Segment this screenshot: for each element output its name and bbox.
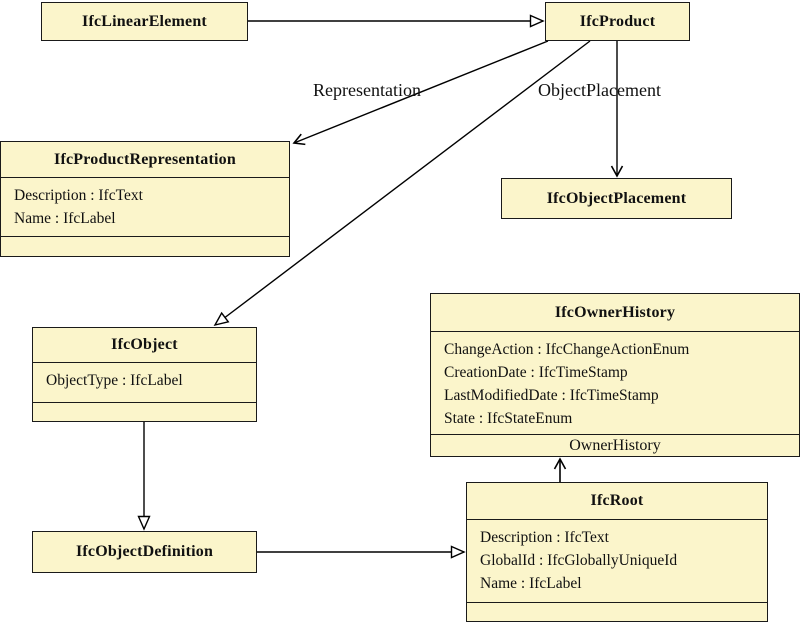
class-ifcownerhistory: IfcOwnerHistory ChangeAction : IfcChange…: [430, 293, 800, 457]
object-placement-association-label: ObjectPlacement: [538, 80, 661, 100]
attribute: Description : IfcText: [480, 529, 609, 546]
class-ifcobjectplacement: IfcObjectPlacement: [501, 178, 732, 219]
class-title: IfcOwnerHistory: [554, 303, 676, 321]
class-title: IfcProductRepresentation: [54, 150, 236, 168]
attribute: ChangeAction : IfcChangeActionEnum: [444, 341, 690, 358]
representation-association-label: Representation: [313, 80, 421, 100]
class-title: IfcObjectDefinition: [75, 543, 214, 560]
attributes-compartment: Description : IfcText GlobalId : IfcGlob…: [467, 519, 767, 602]
attribute: Description : IfcText: [14, 187, 143, 204]
operations-compartment: [467, 602, 767, 621]
attribute: ObjectType : IfcLabel: [46, 372, 183, 389]
class-ifcobjectdefinition: IfcObjectDefinition: [32, 531, 257, 573]
class-title: IfcLinearElement: [82, 12, 207, 30]
edge-generalization-product-to-object: [213, 40, 591, 327]
class-title: IfcProduct: [579, 12, 656, 30]
attribute: GlobalId : IfcGloballyUniqueId: [480, 552, 678, 569]
attributes-compartment: Description : IfcText Name : IfcLabel: [1, 177, 289, 236]
class-ifcproduct: IfcProduct: [545, 2, 690, 41]
operations-compartment: [1, 236, 289, 256]
attributes-compartment: ChangeAction : IfcChangeActionEnum Creat…: [431, 331, 799, 434]
attribute: State : IfcStateEnum: [444, 410, 573, 427]
attribute: Name : IfcLabel: [480, 575, 582, 592]
class-ifcproductrepresentation: IfcProductRepresentation Description : I…: [0, 141, 290, 257]
attribute: LastModifiedDate : IfcTimeStamp: [444, 387, 659, 404]
attribute: CreationDate : IfcTimeStamp: [444, 364, 628, 381]
class-title: IfcObjectPlacement: [546, 189, 687, 207]
class-title: IfcObject: [111, 336, 178, 353]
attributes-compartment: ObjectType : IfcLabel: [33, 362, 256, 402]
class-ifcobject: IfcObject ObjectType : IfcLabel: [32, 327, 257, 422]
edge-association-product-to-productrepresentation: [292, 40, 549, 146]
owner-history-association-label: OwnerHistory: [569, 436, 661, 454]
class-title: IfcRoot: [590, 492, 644, 509]
attribute: Name : IfcLabel: [14, 210, 116, 227]
operations-compartment: OwnerHistory: [431, 434, 799, 456]
operations-compartment: [33, 402, 256, 421]
class-ifclinearelement: IfcLinearElement: [41, 2, 248, 41]
class-ifcroot: IfcRoot Description : IfcText GlobalId :…: [466, 482, 768, 622]
